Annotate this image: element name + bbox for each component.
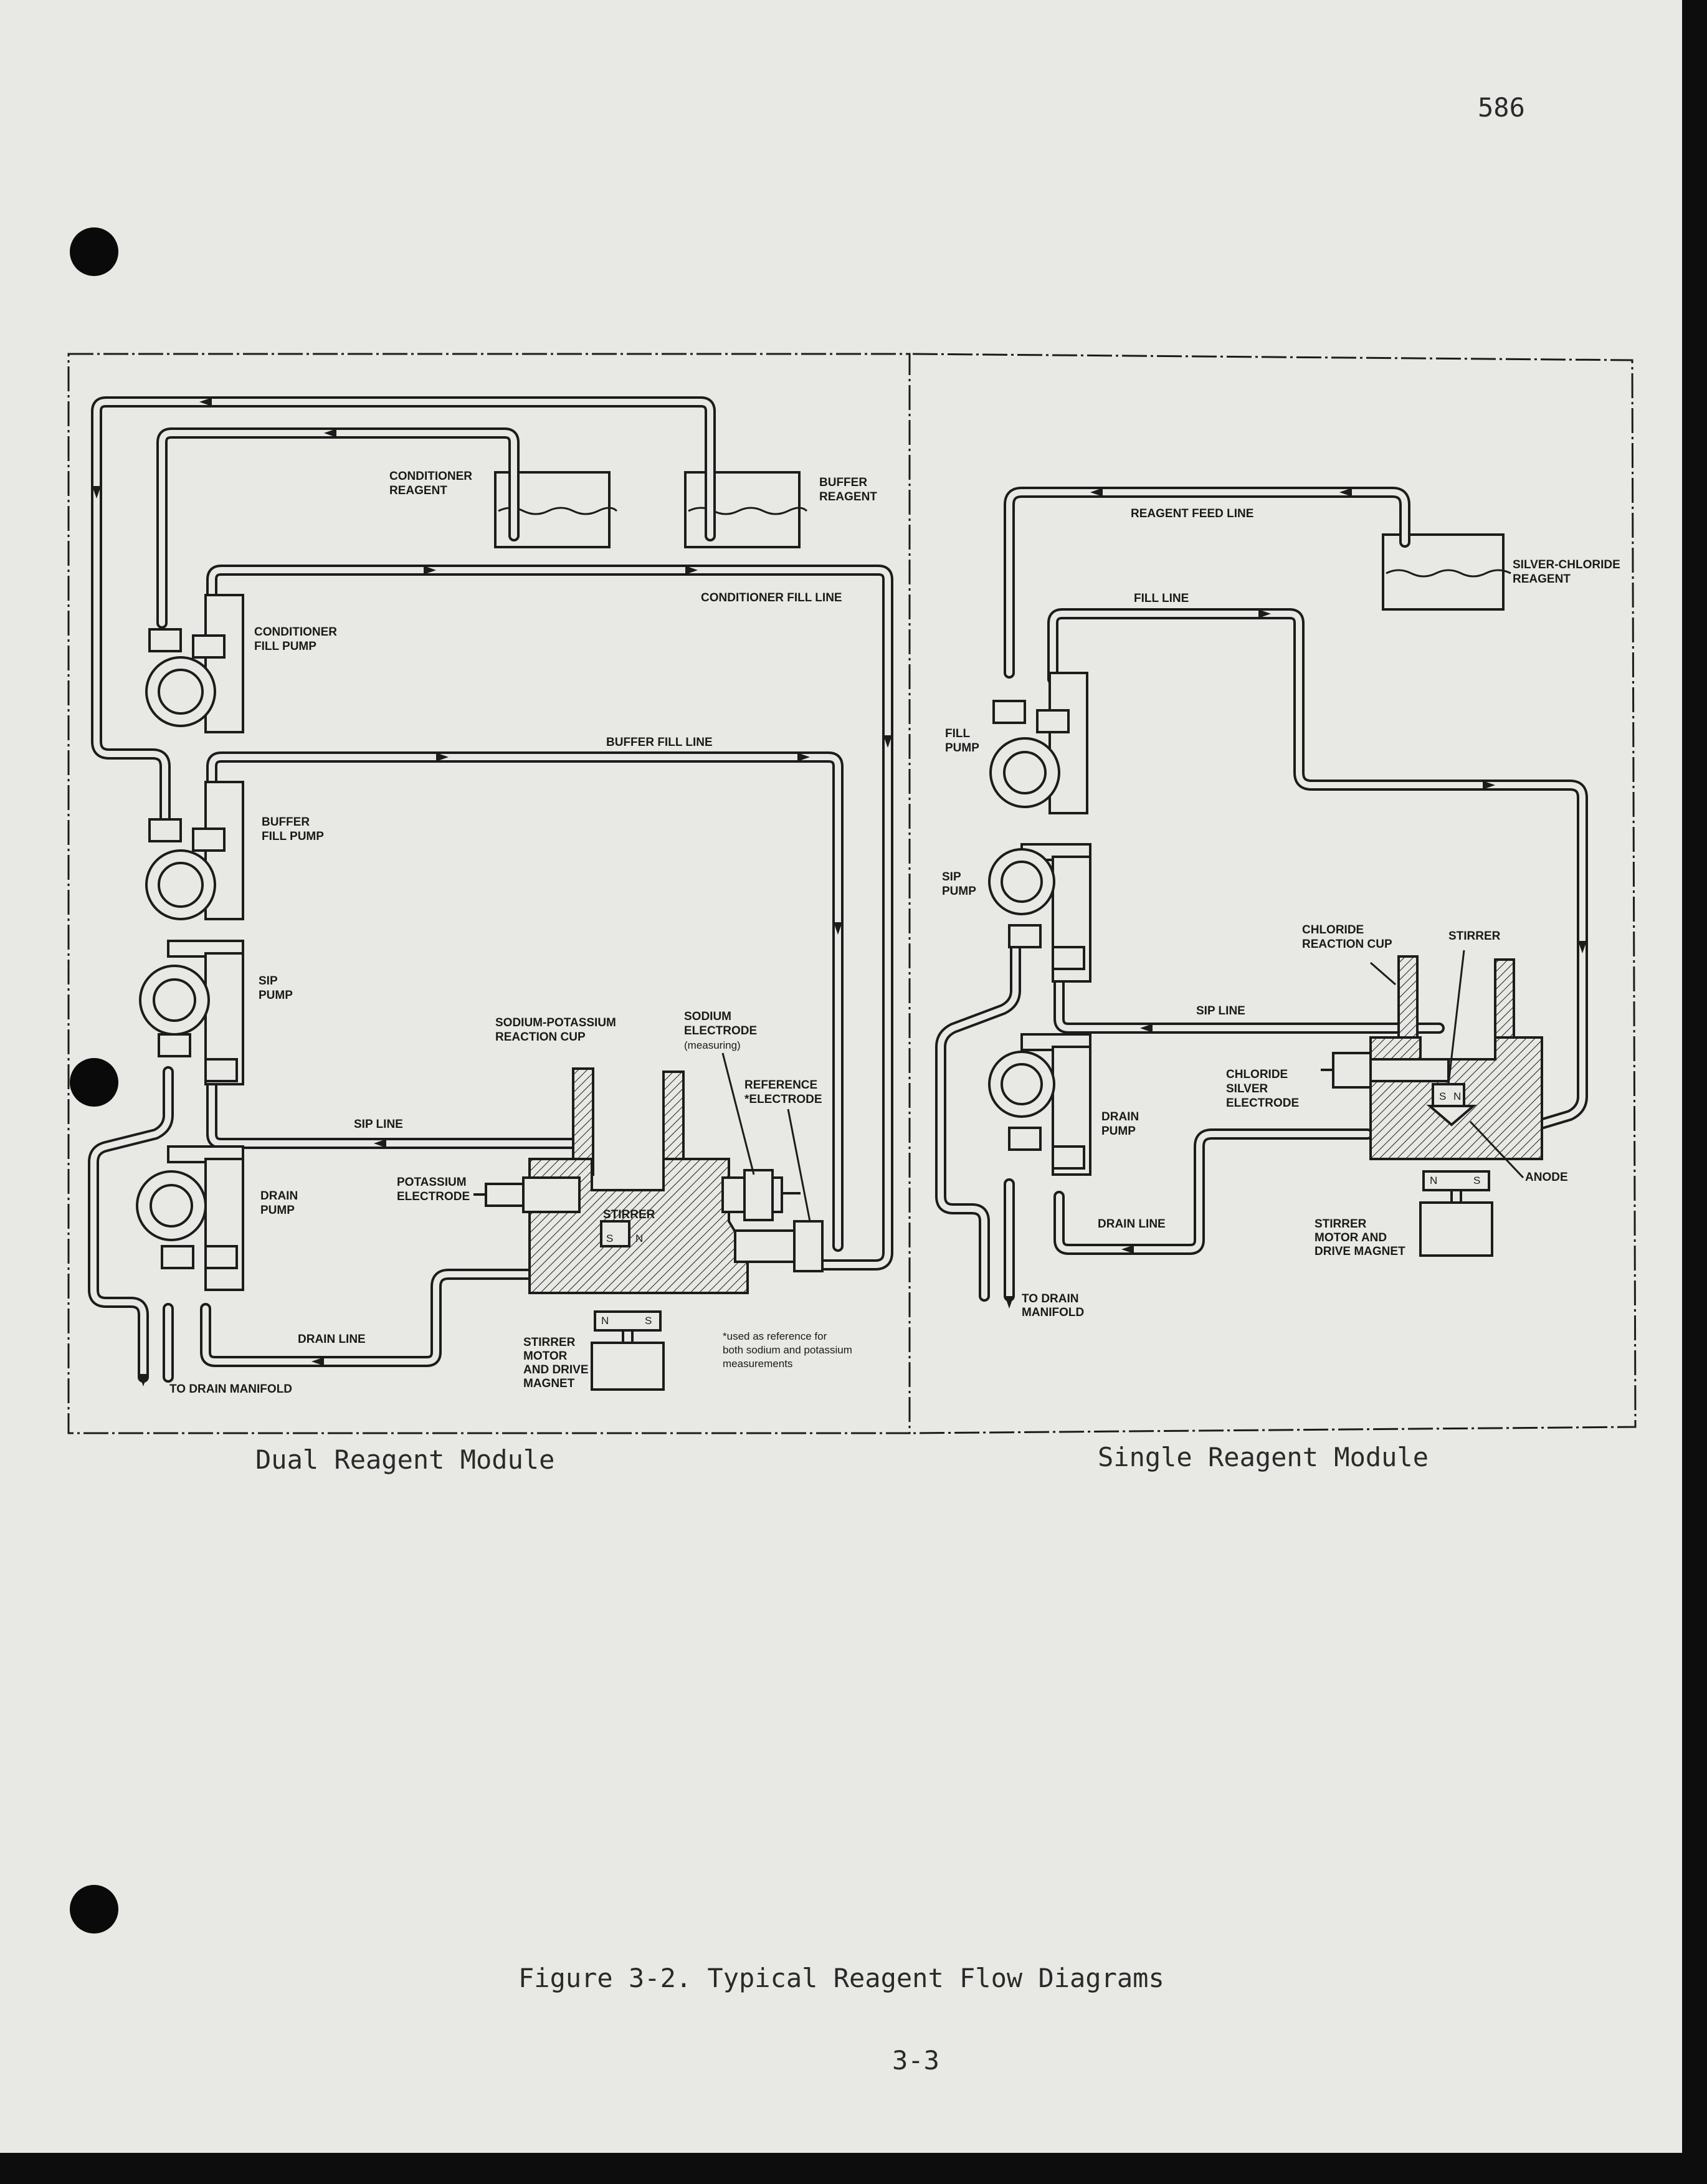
single-fill-pump [989, 672, 1088, 814]
single-stirrer-motor [1419, 1170, 1493, 1257]
dual-stirrer-bar [600, 1220, 630, 1247]
single-drain-pump [988, 1033, 1091, 1176]
dual-module-caption: Dual Reagent Module [255, 1444, 555, 1475]
dual-stirrer-s: S [606, 1233, 613, 1244]
figure-caption: Figure 3-2. Typical Reagent Flow Diagram… [518, 1963, 1164, 1993]
dual-module-frame [67, 353, 911, 1434]
reagent-feed-line-label: REAGENT FEED LINE [1131, 507, 1253, 520]
reference-electrode-label: REFERENCE*ELECTRODE [744, 1079, 822, 1106]
dual-flow-arrows [92, 398, 892, 1386]
dual-sip-pump [139, 940, 244, 1085]
single-motor-s: S [1473, 1175, 1480, 1186]
chloride-silver-electrode [1321, 1052, 1450, 1089]
buffer-fill-pump [145, 781, 244, 920]
anode-label: ANODE [1525, 1171, 1568, 1184]
conditioner-fill-line-label: CONDITIONER FILL LINE [701, 591, 842, 604]
binder-hole-bottom [70, 1885, 118, 1934]
potassium-electrode [473, 1176, 581, 1213]
single-stirrer-s: S [1439, 1090, 1446, 1102]
dual-motor-s: S [645, 1315, 652, 1327]
buffer-fill-line-label: BUFFER FILL LINE [606, 736, 713, 749]
dual-tubing [88, 396, 893, 1383]
single-stirrer-label: STIRRER [1448, 930, 1501, 943]
conditioner-fill-pump [145, 594, 244, 733]
single-drain-line-label: DRAIN LINE [1098, 1218, 1166, 1231]
single-tubing [935, 487, 1588, 1302]
single-module-caption: Single Reagent Module [1098, 1442, 1429, 1472]
dual-stirrer-label: STIRRER [603, 1208, 655, 1221]
dual-stirrer-n: N [635, 1233, 643, 1244]
dual-stirrer-motor [591, 1310, 665, 1391]
dual-drain-line-label: DRAIN LINE [298, 1333, 366, 1346]
single-leader-lines [1370, 950, 1524, 1179]
single-stirrer-n: N [1453, 1090, 1461, 1102]
reference-electrode [734, 1220, 824, 1272]
sodium-potassium-reaction-cup [528, 1067, 749, 1294]
footer-page-number: 3-3 [892, 2045, 939, 2076]
page-number: 586 [1478, 92, 1525, 123]
single-flow-arrows [1005, 488, 1587, 1309]
single-module-frame [912, 353, 1637, 1434]
sodium-electrode [721, 1169, 801, 1221]
single-motor-n: N [1430, 1175, 1437, 1186]
buffer-reagent-bottle [684, 471, 801, 548]
binder-hole-middle [70, 1058, 118, 1107]
dual-motor-n: N [601, 1315, 609, 1327]
single-fill-line-label: FILL LINE [1134, 592, 1189, 605]
dual-leader-lines [721, 1052, 811, 1222]
dual-to-drain-manifold-label: TO DRAIN MANIFOLD [169, 1383, 292, 1396]
dual-drain-pump [136, 1145, 244, 1291]
binder-hole-top [70, 227, 118, 276]
chloride-reaction-cup [1369, 955, 1543, 1160]
single-sip-pump [988, 843, 1091, 983]
dual-sip-line-label: SIP LINE [354, 1118, 403, 1131]
anode [1426, 1105, 1477, 1127]
single-sip-line-label: SIP LINE [1196, 1004, 1245, 1018]
